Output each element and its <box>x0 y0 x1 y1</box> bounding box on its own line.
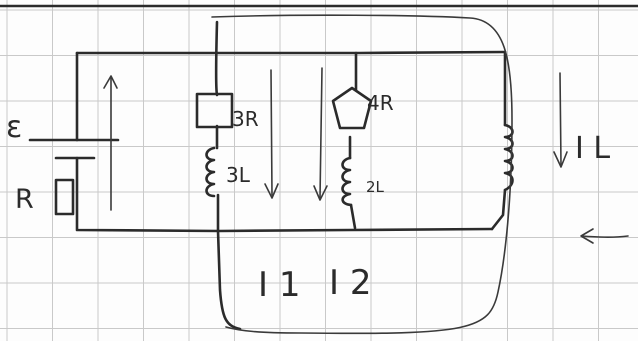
resistor-4r <box>331 86 373 130</box>
inductor-3l-label: 3L <box>226 163 251 187</box>
current-1-arrow-line <box>270 69 273 196</box>
top-wire <box>75 50 507 55</box>
resistor-3r-label: 3R <box>232 107 259 131</box>
internal-resistance-label: R <box>15 184 34 215</box>
current-l-arrow-head <box>553 151 568 168</box>
current-2-arrow-line <box>319 67 323 199</box>
inductor-2l-label: 2L <box>366 178 385 196</box>
current-1-label: I 1 <box>258 265 300 305</box>
branch-4r-2l-wire <box>348 51 358 230</box>
current-2-label: I 2 <box>329 263 371 303</box>
inductor-l <box>503 123 514 192</box>
resistor-4r-label: 4R <box>367 91 394 115</box>
resistor-3r <box>195 92 234 129</box>
internal-resistor <box>54 178 75 216</box>
left-pointing-arrow-line <box>581 235 629 238</box>
inductor-3l <box>205 146 216 198</box>
source-current-arrow-head <box>103 75 118 89</box>
current-2-arrow-head <box>313 185 328 201</box>
current-l-arrow-line <box>559 72 562 166</box>
emf-label: ε <box>6 110 22 145</box>
enclosing-loop <box>211 14 513 335</box>
left-pointing-arrow-head <box>580 228 594 244</box>
inductor-2l <box>341 156 353 207</box>
branch-l-wire <box>490 50 507 231</box>
current-1-arrow-head <box>264 183 279 199</box>
current-l-label: I L <box>575 131 610 166</box>
bottom-wire <box>75 156 494 233</box>
